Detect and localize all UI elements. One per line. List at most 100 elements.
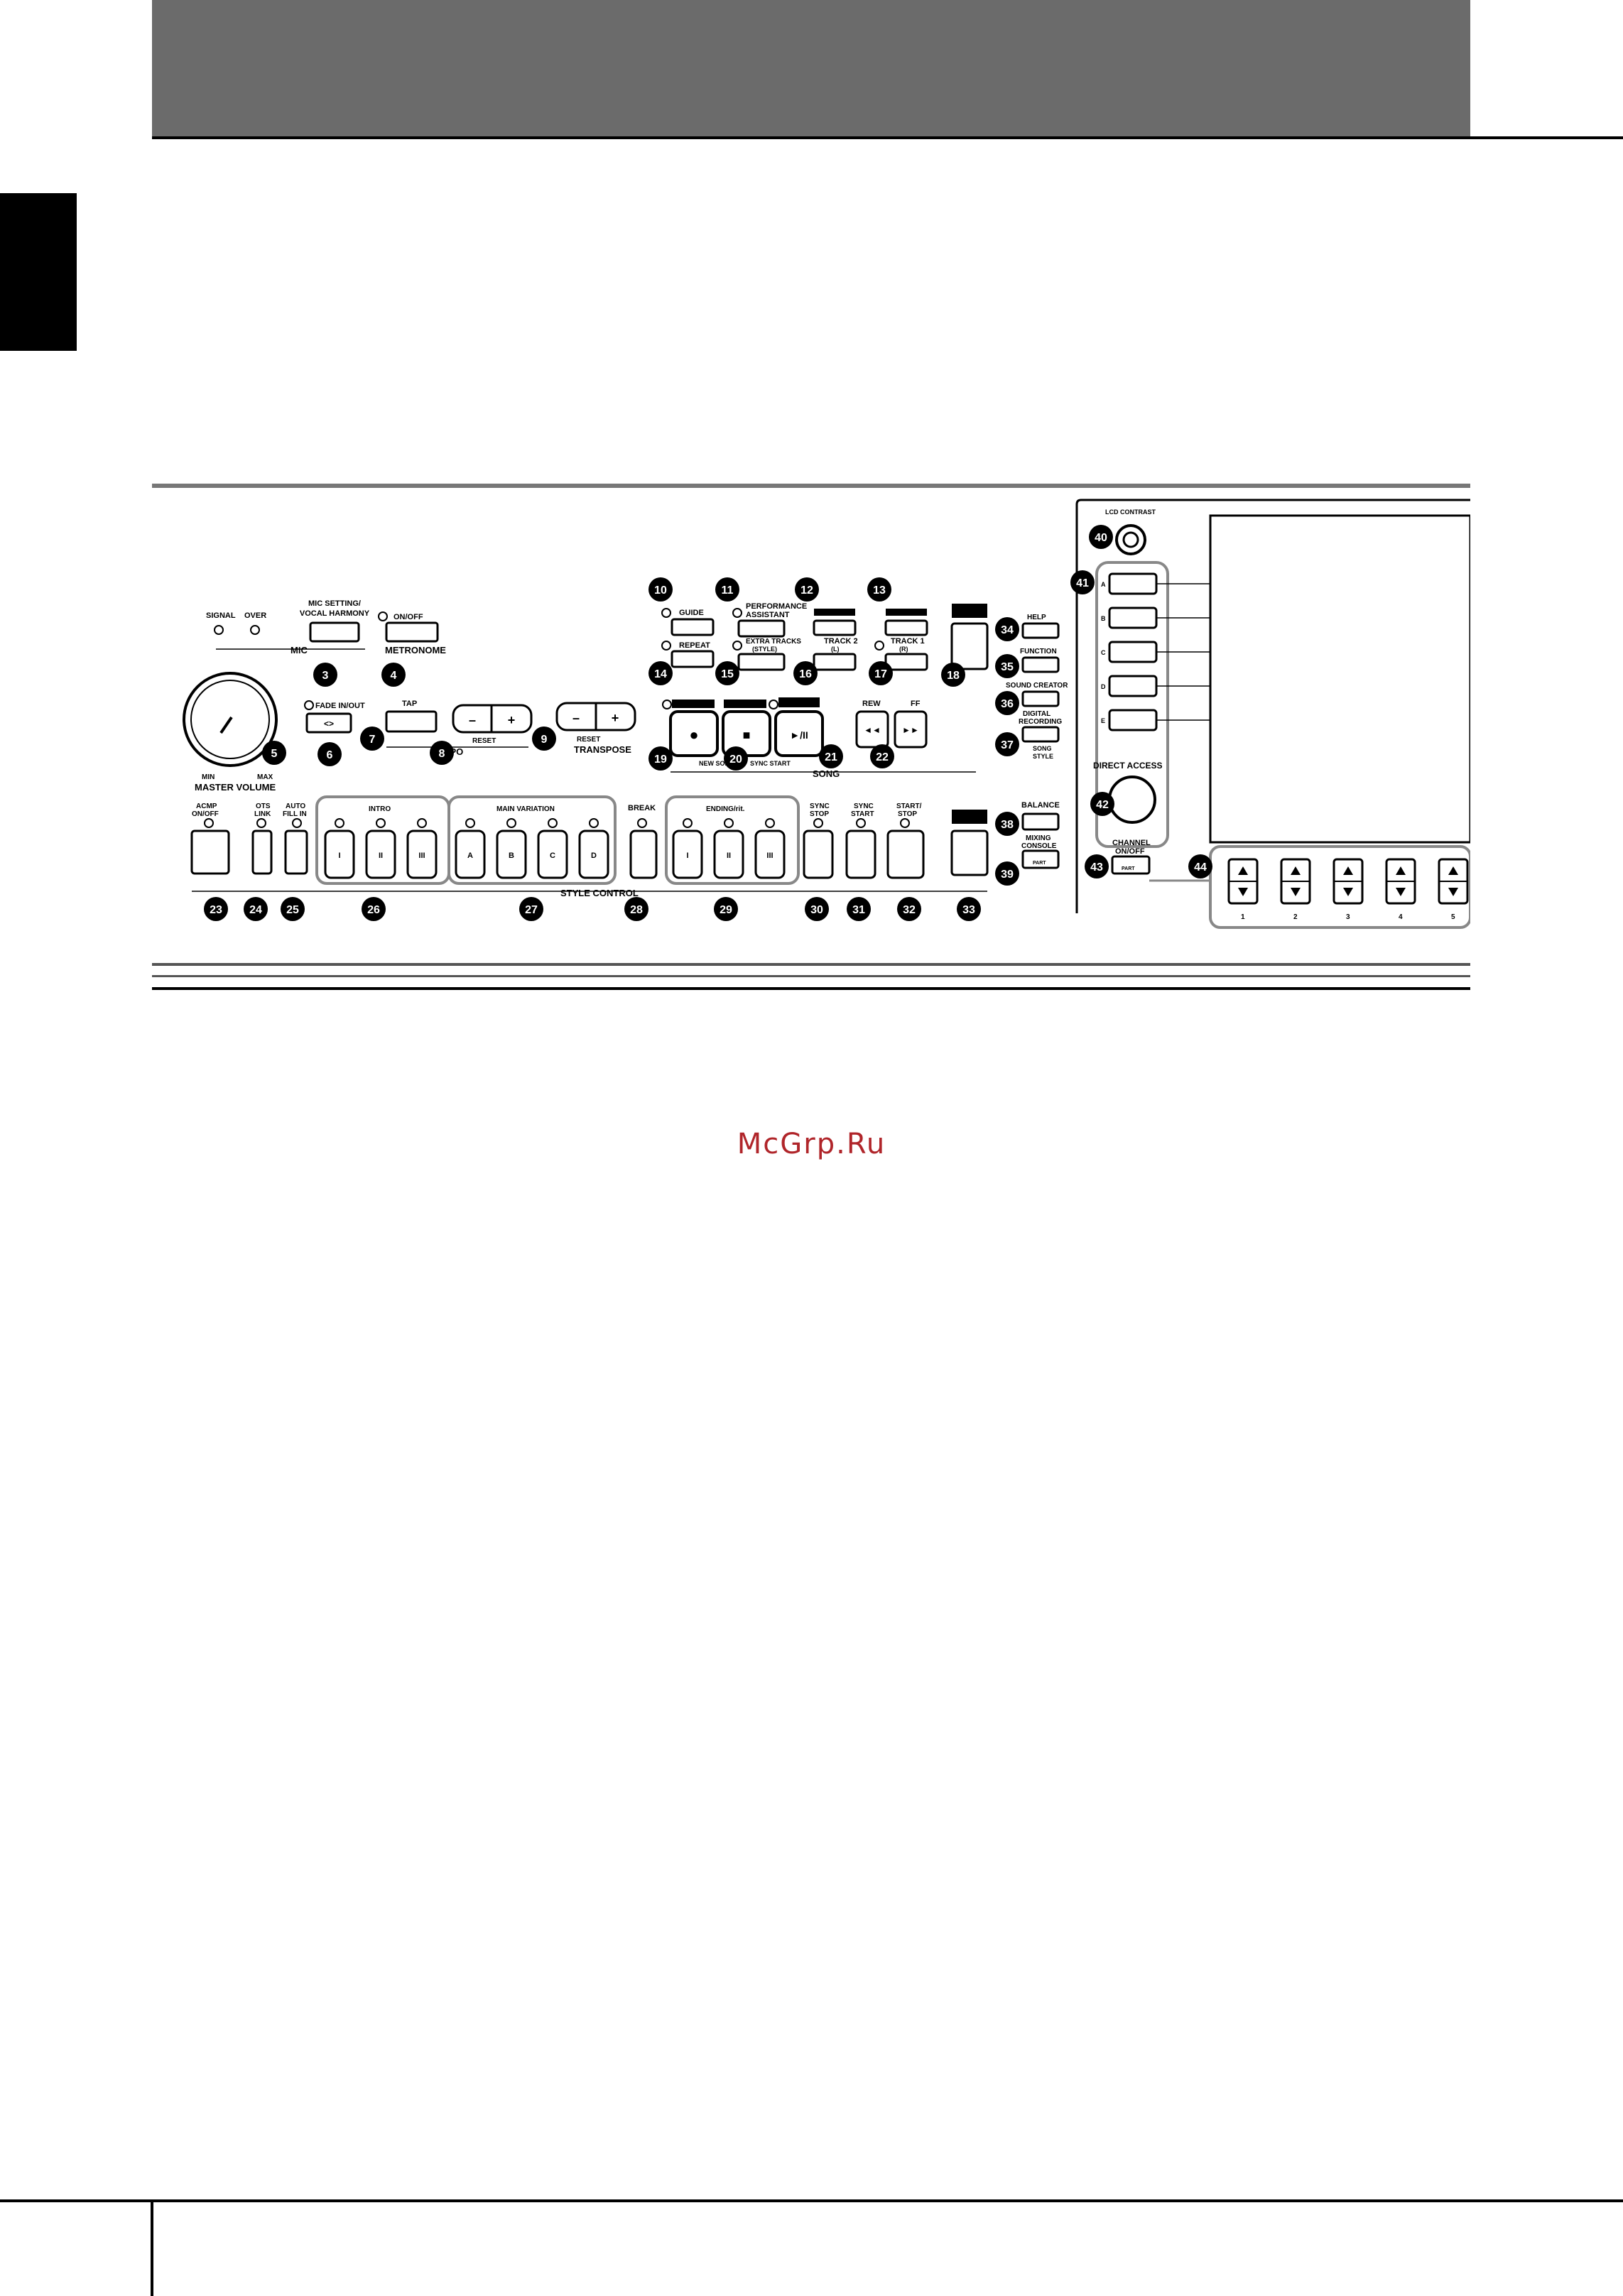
digital-recording-button[interactable] bbox=[1021, 726, 1060, 743]
main-variation-button-c[interactable] bbox=[537, 829, 568, 879]
auto-fill-button[interactable] bbox=[284, 829, 308, 875]
rew-glyph: ◄◄ bbox=[864, 725, 881, 735]
large-button-18[interactable] bbox=[950, 622, 989, 670]
large-button-33[interactable] bbox=[950, 829, 989, 876]
callout-22-text: 22 bbox=[876, 751, 889, 763]
select-label-c: C bbox=[1101, 649, 1106, 656]
callout-26 bbox=[362, 897, 386, 921]
callout-28-text: 28 bbox=[630, 904, 643, 916]
balance-button[interactable] bbox=[1021, 812, 1060, 831]
repeat-button[interactable] bbox=[671, 650, 715, 668]
callout-24-text: 24 bbox=[249, 904, 262, 916]
ots-link-button[interactable] bbox=[251, 829, 273, 875]
track1-button[interactable] bbox=[884, 653, 928, 671]
number-label-3: 3 bbox=[1346, 913, 1350, 921]
channel-on-off-button[interactable] bbox=[1111, 855, 1151, 875]
select-button-a[interactable] bbox=[1108, 572, 1158, 595]
acmp-button[interactable] bbox=[190, 829, 230, 875]
ending-button-1[interactable] bbox=[672, 829, 703, 879]
guide-button[interactable] bbox=[671, 618, 715, 636]
callout-25-text: 25 bbox=[286, 904, 299, 916]
callout-39 bbox=[995, 861, 1019, 886]
callout-8-text: 8 bbox=[439, 748, 445, 760]
intro-button-1[interactable] bbox=[324, 829, 355, 879]
callout-16 bbox=[793, 661, 818, 685]
callout-3 bbox=[313, 663, 337, 687]
metronome-lamp bbox=[378, 611, 388, 621]
callout-42-text: 42 bbox=[1096, 799, 1109, 811]
sound-creator-button[interactable] bbox=[1021, 690, 1060, 707]
main-variation-button-b[interactable] bbox=[496, 829, 527, 879]
transpose-reset-label: RESET bbox=[577, 736, 600, 744]
song-play-pause-button[interactable] bbox=[774, 710, 824, 757]
callout-32-text: 32 bbox=[903, 904, 916, 916]
callout-24 bbox=[244, 897, 268, 921]
rew-label: REW bbox=[862, 700, 881, 708]
intro-button-2[interactable] bbox=[365, 829, 396, 879]
style-small-label: STYLE bbox=[1033, 753, 1053, 760]
callout-26-text: 26 bbox=[367, 904, 380, 916]
channel-label-1: CHANNEL bbox=[1112, 839, 1151, 847]
performance-assistant-button[interactable] bbox=[737, 619, 786, 638]
sync-start-label-2: START bbox=[851, 810, 874, 818]
acmp-label-2: ON/OFF bbox=[192, 810, 219, 818]
rec-glyph: ● bbox=[689, 726, 698, 744]
main-variation-button-d[interactable] bbox=[578, 829, 609, 879]
select-button-e[interactable] bbox=[1108, 709, 1158, 731]
direct-access-button[interactable] bbox=[1108, 776, 1156, 824]
callout-12-text: 12 bbox=[800, 584, 813, 597]
mixing-console-button[interactable] bbox=[1021, 849, 1060, 869]
track2-button[interactable] bbox=[813, 653, 857, 671]
callout-35-text: 35 bbox=[1001, 661, 1014, 673]
callout-43-text: 43 bbox=[1090, 861, 1103, 874]
help-button[interactable] bbox=[1021, 622, 1060, 639]
callout-5-text: 5 bbox=[271, 748, 278, 760]
style-control-label: STYLE CONTROL bbox=[560, 888, 639, 898]
ending-button-3[interactable] bbox=[754, 829, 786, 879]
fade-in-out-button[interactable] bbox=[305, 712, 352, 734]
callout-38 bbox=[995, 812, 1019, 836]
tap-button[interactable] bbox=[385, 710, 438, 733]
intro-button-3[interactable] bbox=[406, 829, 438, 879]
start-stop-button[interactable] bbox=[886, 829, 925, 879]
tempo-minus: – bbox=[469, 713, 476, 727]
over-label: OVER bbox=[244, 611, 266, 620]
select-label-b: B bbox=[1101, 615, 1106, 622]
digital-recording-label-2: RECORDING bbox=[1019, 718, 1062, 726]
mic-setting-button[interactable] bbox=[309, 621, 360, 643]
start-stop-label-2: STOP bbox=[898, 810, 917, 818]
select-label-d: D bbox=[1101, 683, 1106, 690]
callout-36 bbox=[995, 691, 1019, 715]
ff-button[interactable] bbox=[894, 710, 928, 749]
callout-29 bbox=[714, 897, 738, 921]
select-button-c[interactable] bbox=[1108, 641, 1158, 663]
extra-tracks-button[interactable] bbox=[737, 653, 786, 671]
main-variation-button-d-label: D bbox=[591, 852, 597, 860]
main-variation-button-b-label: B bbox=[509, 852, 514, 860]
volume-max-label: MAX bbox=[257, 773, 273, 781]
select-button-d[interactable] bbox=[1108, 675, 1158, 697]
callout-12 bbox=[795, 577, 819, 602]
main-variation-button-a[interactable] bbox=[455, 829, 486, 879]
song-rec-button[interactable] bbox=[669, 710, 719, 757]
performance-label-1: PERFORMANCE bbox=[746, 602, 807, 611]
function-button[interactable] bbox=[1021, 656, 1060, 673]
sync-stop-button[interactable] bbox=[803, 829, 834, 879]
select-button-b[interactable] bbox=[1108, 606, 1158, 629]
svg-text:<>: <> bbox=[324, 719, 334, 729]
callout-40 bbox=[1089, 525, 1113, 549]
metronome-button[interactable] bbox=[385, 621, 439, 643]
sync-start-button[interactable] bbox=[845, 829, 876, 879]
callout-30 bbox=[805, 897, 829, 921]
select-label-a: A bbox=[1101, 581, 1106, 588]
intro-button-2-label: II bbox=[379, 852, 383, 860]
mixing-part-label: PART bbox=[1033, 861, 1046, 866]
track-top-right-button[interactable] bbox=[884, 619, 928, 636]
ending-button-2[interactable] bbox=[713, 829, 744, 879]
sync-start-label-1: SYNC bbox=[854, 802, 874, 810]
ff-glyph: ►► bbox=[902, 725, 919, 735]
break-button[interactable] bbox=[629, 829, 658, 879]
rew-button[interactable] bbox=[855, 710, 889, 749]
main-variation-button-a-label: A bbox=[467, 852, 473, 860]
track-top-left-button[interactable] bbox=[813, 619, 857, 636]
